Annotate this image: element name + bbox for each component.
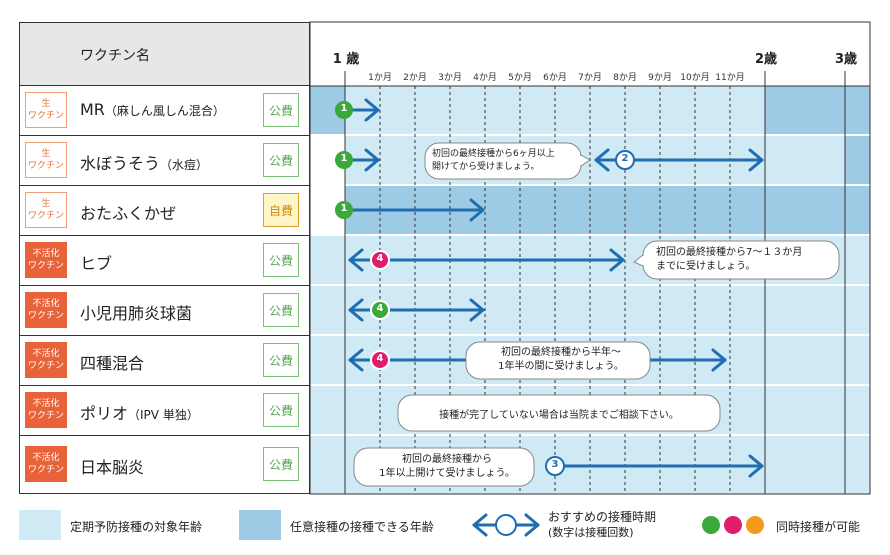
age-label-3: 3歳	[830, 48, 862, 67]
vaccine-row-dpt: 不活化ワクチン 四種混合 公費	[19, 336, 310, 386]
note-bubble-dpt	[465, 341, 651, 380]
vaccine-name: ヒブ	[80, 254, 113, 273]
month-label: 2か月	[403, 73, 427, 83]
dose-count: 3	[551, 459, 559, 470]
legend-label-optional: 任意接種の接種できる年齢	[290, 520, 434, 534]
vaccine-name: MR（麻しん風しん混合）	[80, 100, 225, 119]
legend-label-recommended: おすすめの接種時期 (数字は接種回数)	[548, 510, 657, 539]
fee-badge-public: 公費	[263, 343, 299, 377]
vaccine-name: 小児用肺炎球菌	[80, 304, 193, 323]
note-polio: 接種が完了していない場合は当院までご相談下さい。	[439, 410, 679, 421]
inactivated-vaccine-badge: 不活化ワクチン	[25, 292, 67, 328]
vaccine-name: 水ぼうそう（水痘）	[80, 154, 209, 173]
fee-badge-public: 公費	[263, 143, 299, 177]
inactivated-vaccine-badge: 不活化ワクチン	[25, 446, 67, 482]
note-bubble-je	[353, 447, 535, 487]
vaccine-name-header: ワクチン名	[19, 22, 310, 86]
dose-circle-outline	[615, 150, 635, 170]
row-bg-optional	[845, 136, 870, 184]
simultaneous-dots-icon	[702, 516, 764, 534]
live-vaccine-badge: 生ワクチン	[25, 192, 67, 228]
inactivated-vaccine-badge: 不活化ワクチン	[25, 242, 67, 278]
inactivated-vaccine-badge: 不活化ワクチン	[25, 392, 67, 428]
dose-circle-pink	[370, 250, 390, 270]
vaccine-name: おたふくかぜ	[80, 204, 177, 223]
month-label: 5か月	[508, 73, 532, 83]
live-vaccine-badge: 生ワクチン	[25, 92, 67, 128]
dose-count: 1	[340, 203, 348, 214]
month-label: 4か月	[473, 73, 497, 83]
live-vaccine-badge: 生ワクチン	[25, 142, 67, 178]
vaccine-row-varicella: 生ワクチン 水ぼうそう（水痘） 公費	[19, 136, 310, 186]
vaccine-row-mumps: 生ワクチン おたふくかぜ 自費	[19, 186, 310, 236]
legend-label-simultaneous: 同時接種が可能	[776, 520, 861, 534]
vaccine-name-header-label: ワクチン名	[80, 48, 150, 64]
vaccine-name: ポリオ（IPV 単独）	[80, 404, 199, 423]
vaccine-row-je: 不活化ワクチン 日本脳炎 公費	[19, 436, 310, 494]
vaccine-row-mr: 生ワクチン MR（麻しん風しん混合） 公費	[19, 86, 310, 136]
month-label: 8か月	[613, 73, 637, 83]
dose-count: 1	[340, 103, 348, 114]
month-label: 9か月	[648, 73, 672, 83]
age-label-2: 2歳	[750, 48, 782, 67]
vaccine-name: 日本脳炎	[80, 458, 145, 477]
vaccine-name: 四種混合	[80, 354, 145, 373]
dose-circle-green	[335, 201, 353, 219]
fee-badge-public: 公費	[263, 93, 299, 127]
month-label: 10か月	[680, 73, 710, 83]
dose-count: 4	[376, 253, 384, 264]
vaccine-row-polio: 不活化ワクチン ポリオ（IPV 単独） 公費	[19, 386, 310, 436]
vaccine-row-hib: 不活化ワクチン ヒブ 公費	[19, 236, 310, 286]
dose-circle-outline	[545, 456, 565, 476]
dose-circle-green	[335, 151, 353, 169]
row-bg-optional	[765, 86, 870, 134]
double-arrow-icon	[472, 513, 540, 537]
month-label: 11か月	[715, 73, 745, 83]
fee-badge-self: 自費	[263, 193, 299, 227]
note-varicella: 初回の最終接種から6ヶ月以上開けてから受けましょう。	[432, 149, 555, 172]
note-bubble-polio	[397, 394, 721, 432]
note-hib: 初回の最終接種から7～１３か月までに受けましょう。	[656, 247, 803, 272]
vaccine-row-pcv: 不活化ワクチン 小児用肺炎球菌 公費	[19, 286, 310, 336]
dose-count: 2	[621, 153, 629, 164]
month-label: 6か月	[543, 73, 567, 83]
legend-swatch-routine	[19, 510, 61, 540]
inactivated-vaccine-badge: 不活化ワクチン	[25, 342, 67, 378]
fee-badge-public: 公費	[263, 447, 299, 481]
legend-label-routine: 定期予防接種の対象年齢	[70, 520, 203, 534]
age-label-1: 1 歳	[330, 48, 362, 67]
dose-count: 4	[376, 353, 384, 364]
dose-circle-pink	[370, 350, 390, 370]
note-dpt: 初回の最終接種から半年～1年半の間に受けましょう。	[498, 347, 624, 372]
dose-count: 1	[340, 153, 348, 164]
fee-badge-public: 公費	[263, 393, 299, 427]
month-label: 7か月	[578, 73, 602, 83]
dose-circle-green	[370, 300, 390, 320]
legend-swatch-optional	[239, 510, 281, 540]
dose-count: 4	[376, 303, 384, 314]
fee-badge-public: 公費	[263, 243, 299, 277]
fee-badge-public: 公費	[263, 293, 299, 327]
month-label: 3か月	[438, 73, 462, 83]
dose-circle-green	[335, 101, 353, 119]
month-label: 1か月	[368, 73, 392, 83]
